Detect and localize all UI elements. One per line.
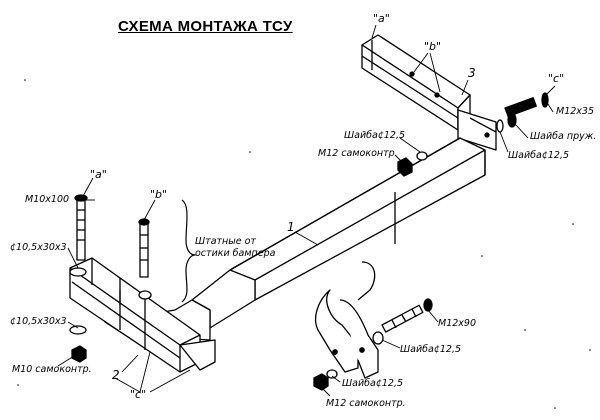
- label-m12-nut-bottom: M12 самоконтр.: [326, 398, 406, 409]
- label-washer-12-5-mid: Шайба¢12,5: [400, 344, 462, 355]
- label-m12x90: M12x90: [438, 318, 476, 329]
- ball-mount: [315, 261, 379, 379]
- top-nut-set: [397, 151, 428, 177]
- part-3-label: 3: [468, 66, 476, 80]
- label-bumper-note: Штатные от остики бампера: [195, 236, 276, 259]
- letter-b-top: "b": [424, 40, 442, 53]
- label-m10x100: M10x100: [25, 194, 70, 205]
- label-m10-nut: M10 самоконтр.: [12, 364, 92, 375]
- label-washer-12-5-right: Шайба¢12,5: [508, 150, 570, 161]
- label-washer-12-5-bottom: Шайба¢12,5: [342, 378, 404, 389]
- letter-b-left: "b": [150, 188, 168, 201]
- label-washer-10-5-a: ¢10,5x30x3: [10, 242, 67, 253]
- right-bracket: [361, 34, 497, 151]
- diagram-title: СХЕМА МОНТАЖА ТСУ: [118, 18, 293, 35]
- left-arm: [69, 257, 216, 373]
- bumper-brace: [181, 199, 196, 303]
- letter-a-left: "a": [90, 168, 107, 181]
- specks: [17, 79, 591, 409]
- part-2-label: 2: [112, 368, 120, 382]
- label-washer-10-5-b: ¢10,5x30x3: [10, 316, 67, 327]
- leader-lines: [57, 24, 556, 397]
- letter-c-bottom: "c": [130, 388, 147, 401]
- main-crossbar: [191, 137, 486, 329]
- right-bolt-set: [496, 92, 549, 133]
- label-m12x35: M12x35: [556, 106, 594, 117]
- left-bolt-set: [69, 194, 88, 363]
- part-1-label: 1: [287, 220, 295, 234]
- middle-left-bolt-set: [119, 218, 152, 305]
- letter-c-right: "c": [548, 72, 565, 85]
- letter-a-top: "a": [373, 12, 390, 25]
- label-washer-12-5-top: Шайба¢12,5: [344, 130, 406, 141]
- label-m12-nut-top: M12 самоконтр.: [318, 148, 398, 159]
- bottom-bolt-set: [313, 298, 433, 391]
- label-washer-spring: Шайба пруж.: [530, 131, 597, 142]
